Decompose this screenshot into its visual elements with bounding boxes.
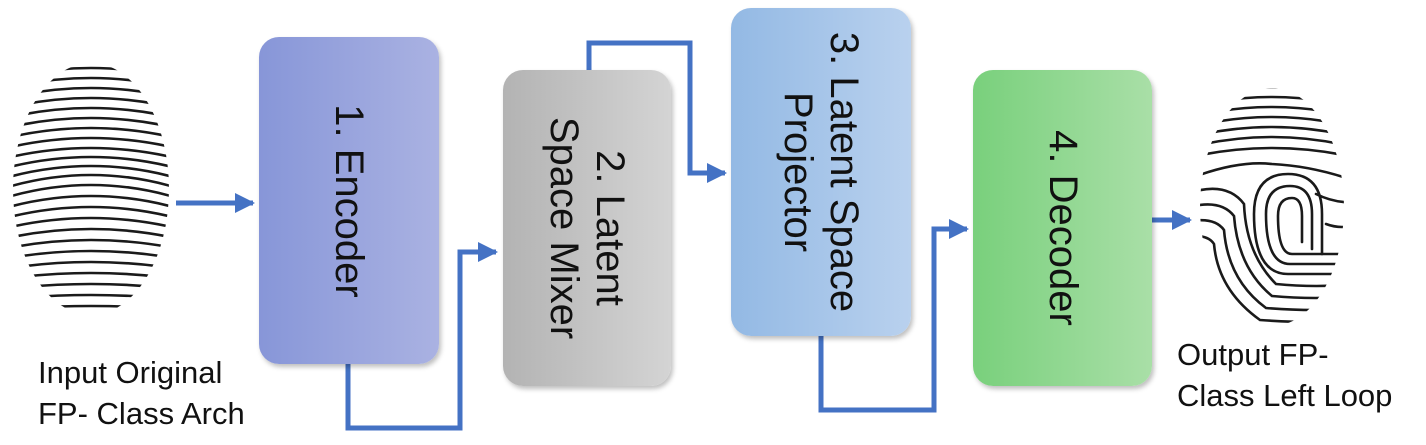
output-fingerprint-image	[1200, 88, 1344, 326]
arrow-projector-to-decoder	[818, 219, 969, 413]
arrow-mixer-to-projector	[586, 40, 727, 183]
output-caption: Output FP- Class Left Loop	[1177, 337, 1393, 413]
encoder-block: 1. Encoder	[259, 37, 439, 364]
input-fingerprint-image	[13, 63, 169, 312]
encoder-label: 1. Encoder	[327, 103, 371, 298]
decoder-block: 4. Decoder	[973, 70, 1152, 386]
latent-space-projector-label: 3. Latent Space Projector	[776, 31, 866, 313]
input-caption: Input Original FP- Class Arch	[38, 355, 245, 431]
latent-space-mixer-label: 2. Latent Space Mixer	[542, 116, 632, 340]
decoder-label: 4. Decoder	[1040, 130, 1085, 326]
latent-space-mixer-block: 2. Latent Space Mixer	[503, 70, 671, 386]
latent-space-projector-block: 3. Latent Space Projector	[731, 8, 911, 336]
arrow-encoder-to-mixer	[345, 242, 498, 431]
